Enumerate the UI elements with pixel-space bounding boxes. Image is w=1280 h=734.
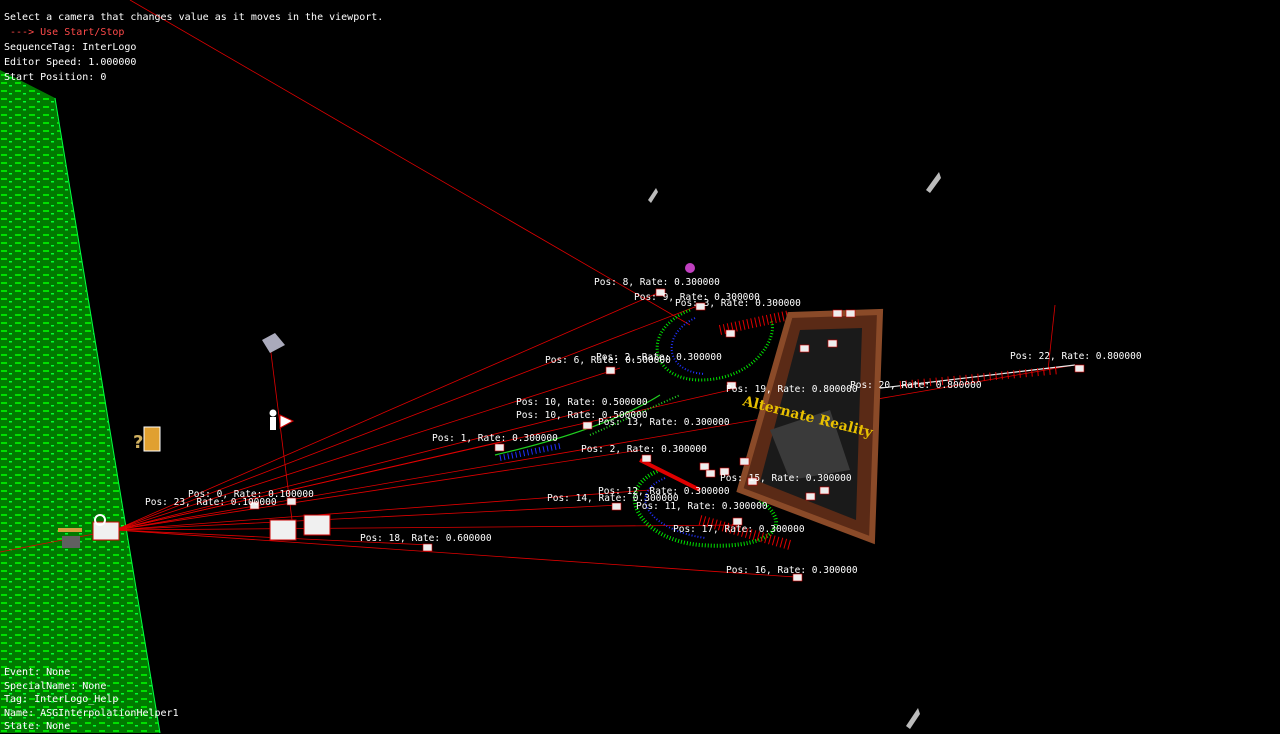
sequence-hud: Select a camera that changes value as it… xyxy=(4,10,383,85)
light-icon xyxy=(685,263,695,273)
point-label: Pos: 13, Rate: 0.300000 xyxy=(598,417,730,428)
camera-marker-icon[interactable] xyxy=(1074,364,1085,373)
point-label: Pos: 19, Rate: 0.800000 xyxy=(726,384,858,395)
key-icon[interactable] xyxy=(58,528,82,548)
camera-marker-icon[interactable] xyxy=(494,443,505,452)
point-label: Pos: 22, Rate: 0.800000 xyxy=(1010,351,1142,362)
camera-marker-icon[interactable] xyxy=(699,462,710,471)
camera-marker-icon[interactable] xyxy=(739,457,750,466)
camera-marker-icon[interactable] xyxy=(832,309,843,318)
matrix-wall xyxy=(0,70,161,733)
camera-marker-icon[interactable] xyxy=(732,517,743,526)
actor-name: Name: ASGInterpolationHelper1 xyxy=(4,707,179,719)
actor-event: Event: None xyxy=(4,667,71,678)
point-label: Pos: 2, Rate: 0.300000 xyxy=(596,352,722,363)
point-label: Pos: 15, Rate: 0.300000 xyxy=(720,473,852,484)
camera-marker-icon[interactable] xyxy=(695,302,706,311)
hud-start-position: Start Position: 0 xyxy=(4,72,107,83)
point-label: Pos: 1, Rate: 0.300000 xyxy=(432,433,558,444)
camera-marker-icon[interactable] xyxy=(286,497,297,506)
point-label: Pos: 10, Rate: 0.500000 xyxy=(516,410,648,421)
camera-marker-icon[interactable] xyxy=(799,344,810,353)
interpolation-path xyxy=(494,308,1076,550)
camera-icon[interactable] xyxy=(269,514,331,541)
stone-icon xyxy=(262,333,285,353)
camera-markers[interactable] xyxy=(249,288,1085,582)
svg-text:?: ? xyxy=(133,432,143,453)
camera-marker-icon[interactable] xyxy=(725,329,736,338)
point-label: Pos: 0, Rate: 0.100000 xyxy=(188,489,314,500)
camera-marker-icon[interactable] xyxy=(726,381,737,390)
point-label: Pos: 17, Rate: 0.300000 xyxy=(673,524,805,535)
actor-icons[interactable]: ? xyxy=(58,172,1085,729)
point-label: Pos: 14, Rate: 0.300000 xyxy=(547,493,679,504)
camera-marker-icon[interactable] xyxy=(845,309,856,318)
hud-hint: ---> Use Start/Stop xyxy=(4,27,125,38)
point-label: Pos: 2, Rate: 0.300000 xyxy=(581,444,707,455)
hud-editor-speed: Editor Speed: 1.000000 xyxy=(4,57,137,68)
point-label: Pos: 18, Rate: 0.600000 xyxy=(360,533,492,544)
point-label: Pos: 6, Rate: 0.500000 xyxy=(545,355,671,366)
camera-marker-icon[interactable] xyxy=(827,339,838,348)
help-actor-icon[interactable]: ? xyxy=(133,426,161,453)
point-label: Pos: 10, Rate: 0.500000 xyxy=(516,397,648,408)
camera-marker-icon[interactable] xyxy=(805,492,816,501)
camera-marker-icon[interactable] xyxy=(582,421,593,430)
camera-marker-icon[interactable] xyxy=(705,469,716,478)
camera-marker-icon[interactable] xyxy=(792,573,803,582)
feather-icon xyxy=(648,172,941,729)
point-label: Pos: 11, Rate: 0.300000 xyxy=(636,501,768,512)
camera-marker-icon[interactable] xyxy=(422,543,433,552)
camera-marker-icon[interactable] xyxy=(249,501,260,510)
logo-frame: Alternate Reality xyxy=(736,308,884,545)
player-start-icon[interactable] xyxy=(269,409,295,431)
camera-marker-icon[interactable] xyxy=(719,467,730,476)
actor-state: State: None xyxy=(4,721,71,732)
camera-marker-icon[interactable] xyxy=(819,486,830,495)
hud-sequence-tag: SequenceTag: InterLogo xyxy=(4,42,137,53)
camera-marker-icon[interactable] xyxy=(605,366,616,375)
camera-icon[interactable] xyxy=(92,514,120,541)
camera-marker-icon[interactable] xyxy=(655,288,666,297)
camera-marker-icon[interactable] xyxy=(611,502,622,511)
point-label: Pos: 16, Rate: 0.300000 xyxy=(726,565,858,576)
point-label: Pos: 3, Rate: 0.300000 xyxy=(675,298,801,309)
point-label: Pos: 20, Rate: 0.800000 xyxy=(850,380,982,391)
actor-special-name: SpecialName: None xyxy=(4,680,107,692)
hud-instruction: Select a camera that changes value as it… xyxy=(4,12,384,23)
camera-marker-icon[interactable] xyxy=(641,454,652,463)
camera-rays xyxy=(0,0,1076,578)
point-label: Pos: 9, Rate: 0.300000 xyxy=(634,292,760,303)
camera-marker-icon[interactable] xyxy=(747,477,758,486)
actor-tag: Tag: InterLogo_Help xyxy=(4,694,119,705)
point-label: Pos: 12, Rate: 0.300000 xyxy=(598,486,730,497)
point-label: Pos: 23, Rate: 0.100000 xyxy=(145,497,277,508)
point-label: Pos: 8, Rate: 0.300000 xyxy=(594,277,720,288)
